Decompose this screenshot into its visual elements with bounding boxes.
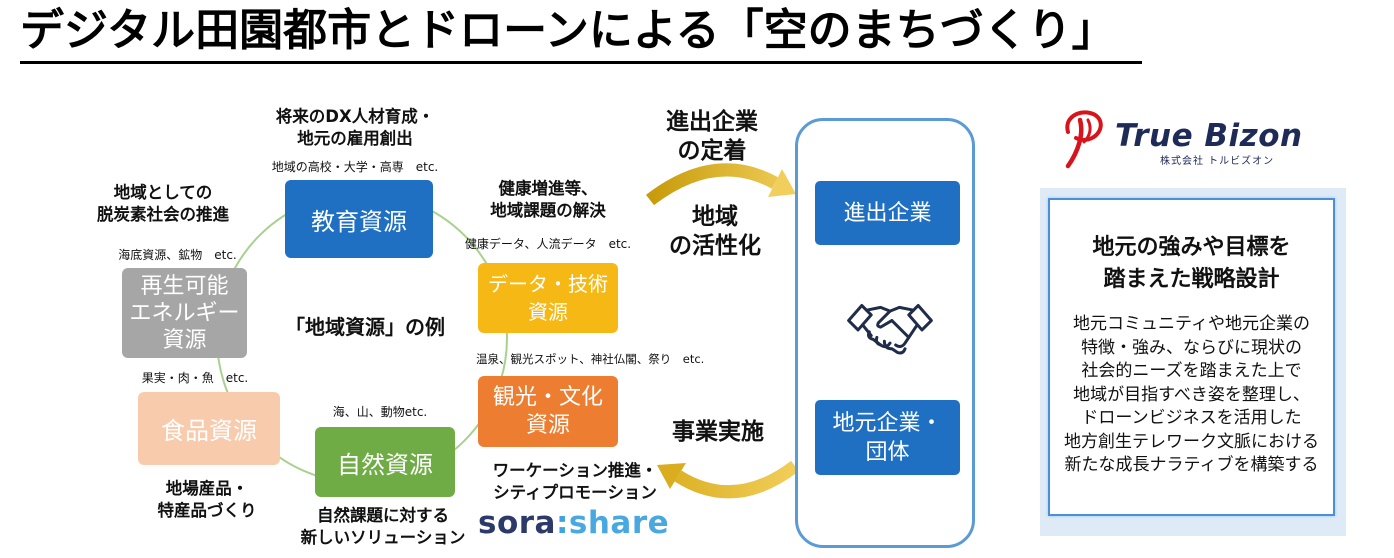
education-resource-box: 教育資源 [285, 180, 433, 258]
food-goal-line: 地場産品・ [165, 479, 249, 498]
local-companies-label-line: 団体 [865, 439, 910, 465]
lower-curved-arrow [657, 460, 799, 499]
regional-resources-center-label: 「地域資源」の例 [285, 315, 445, 339]
nature-goal-line: 自然課題に対する [317, 506, 449, 525]
upper-arrow-top-line: の定着 [677, 138, 747, 164]
strategy-body-line: 特徴・強み、ならびに現状の [1081, 337, 1302, 358]
food-goal-line: 特産品づくり [157, 501, 257, 520]
upper-arrow-bottom-line: の活性化 [669, 233, 761, 259]
food-resource-label: 食品資源 [161, 417, 257, 445]
truebizon-mark-icon [1065, 110, 1103, 169]
local-companies-box: 地元企業・ 団体 [815, 400, 960, 475]
data-technology-goal: 健康増進等、 地域課題の解決 [448, 178, 648, 222]
data-technology-label-line: 資源 [528, 300, 568, 324]
tourism-culture-label-line: 資源 [525, 412, 570, 438]
upper-arrow-bottom-line: 地域 [692, 204, 738, 230]
strategy-panel-body: 地元コミュニティや地元企業の 特徴・強み、ならびに現状の 社会的ニーズを踏まえた… [1048, 313, 1335, 478]
nature-goal: 自然課題に対する 新しいソリューション [293, 505, 473, 549]
tourism-culture-resource-box: 観光・文化 資源 [478, 376, 618, 447]
education-goal-line: 将来のDX人材育成・ [275, 107, 435, 126]
education-resource-label: 教育資源 [311, 207, 407, 236]
data-technology-examples: 健康データ、人流データ etc. [464, 237, 632, 251]
renewable-energy-resource-box: 再生可能 エネルギー 資源 [122, 268, 247, 358]
upper-curved-arrow [646, 163, 796, 206]
renewable-energy-goal: 地域としての 脱炭素社会の推進 [68, 182, 258, 226]
strategy-body-line: 社会的ニーズを踏まえた上で [1081, 361, 1302, 381]
company-logo-name: True Bizon [1115, 118, 1303, 154]
handshake-icon [847, 303, 933, 355]
tourism-culture-label-line: 観光・文化 [492, 384, 603, 410]
food-goal: 地場産品・ 特産品づくり [127, 478, 287, 522]
incoming-company-label: 進出企業 [843, 200, 932, 226]
data-technology-resource-box: データ・技術 資源 [478, 263, 618, 333]
sora-share-logo-prefix: sora [478, 505, 556, 541]
local-companies-label-line: 地元企業・ [832, 410, 943, 436]
renewable-energy-goal-line: 地域としての [113, 183, 213, 202]
upper-arrow-top-label: 進出企業 の定着 [637, 108, 787, 166]
nature-goal-line: 新しいソリューション [300, 528, 466, 547]
renewable-energy-label-line: 資源 [162, 327, 207, 353]
data-technology-label-line: データ・技術 [488, 272, 608, 296]
sora-share-logo: sora:share [478, 503, 669, 543]
strategy-panel [1048, 198, 1335, 516]
tourism-culture-goal-line: シティプロモーション [493, 483, 657, 502]
tourism-culture-examples: 温泉、観光スポット、神社仏閣、祭り etc. [476, 352, 705, 366]
slide-title: デジタル田園都市とドローンによる「空のまちづくり」 [20, 4, 1142, 64]
renewable-energy-label-line: 再生可能 [140, 273, 229, 299]
upper-arrow-bottom-label: 地域 の活性化 [640, 203, 790, 261]
education-examples: 地域の高校・大学・高専 etc. [271, 160, 439, 174]
nature-resource-box: 自然資源 [315, 427, 455, 497]
education-goal: 将来のDX人材育成・ 地元の雇用創出 [250, 106, 460, 150]
company-logo-legal-name: 株式会社 トルビズオン [1160, 156, 1275, 167]
strategy-body-line: 地域が目指すべき姿を整理し、 [1073, 384, 1310, 405]
data-technology-goal-line: 地域課題の解決 [490, 201, 606, 220]
upper-arrow-top-line: 進出企業 [666, 109, 758, 135]
incoming-company-box: 進出企業 [815, 181, 960, 245]
strategy-body-line: 地元コミュニティや地元企業の [1073, 314, 1310, 334]
food-resource-box: 食品資源 [138, 392, 280, 465]
renewable-energy-label-line: エネルギー [129, 300, 240, 326]
sora-share-logo-suffix: share [568, 505, 670, 541]
strategy-heading-line: 踏まえた戦略設計 [1103, 267, 1280, 292]
sora-share-logo-separator: : [555, 505, 569, 541]
strategy-body-line: ドローンビジネスを活用した [1081, 408, 1302, 428]
nature-resource-label: 自然資源 [337, 450, 433, 479]
strategy-panel-heading: 地元の強みや目標を 踏まえた戦略設計 [1048, 232, 1335, 296]
tourism-culture-goal: ワーケーション推進・ シティプロモーション [475, 460, 675, 504]
renewable-energy-goal-line: 脱炭素社会の推進 [97, 205, 229, 224]
renewable-energy-examples: 海底資源、鉱物 etc. [118, 248, 237, 262]
data-technology-goal-line: 健康増進等、 [498, 179, 598, 198]
tourism-culture-goal-line: ワーケーション推進・ [492, 461, 658, 480]
strategy-body-line: 地方創生テレワーク文脈における [1064, 431, 1319, 452]
education-goal-line: 地元の雇用創出 [297, 129, 413, 148]
strategy-heading-line: 地元の強みや目標を [1092, 235, 1291, 260]
food-examples: 果実・肉・魚 etc. [141, 371, 249, 385]
nature-examples: 海、山、動物etc. [332, 405, 428, 419]
lower-arrow-label: 事業実施 [672, 419, 764, 445]
strategy-body-line: 新たな成長ナラティブを構築する [1064, 455, 1319, 475]
